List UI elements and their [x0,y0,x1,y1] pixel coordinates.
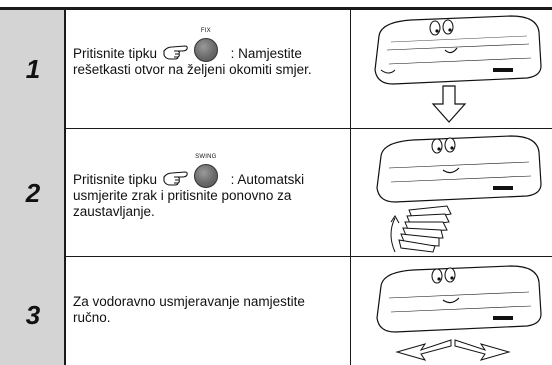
step-text-cell: Pritisnite tipku FIX : Namjestite rešetk… [66,10,351,128]
step-number: 2 [25,178,41,208]
step-illustration-cell [351,256,552,365]
instruction-lead: Pritisnite tipku [73,46,158,61]
step-text-cell: Pritisnite tipku SWING : Automatski usmj… [66,128,351,256]
step-illustration-cell [351,10,552,128]
swing-button-label: SWING [195,154,217,160]
step-row-1: 1 Pritisnite tipku FIX : Namjestite reše… [0,10,552,128]
step-instruction: Pritisnite tipku SWING : Automatski usmj… [73,154,345,220]
pointing-hand-icon [163,45,188,60]
button-illustration: FIX [161,28,227,62]
air-conditioner-illustration [376,265,542,361]
air-conditioner-illustration [374,15,542,123]
instruction-body: : Namjestite rešetkasti otvor na željeni… [73,46,312,77]
row-divider [0,256,552,257]
instruction-lead: Pritisnite tipku [73,172,158,187]
pointing-hand-icon [163,171,188,186]
step-instruction: Pritisnite tipku FIX : Namjestite rešetk… [73,28,345,78]
round-button-icon [193,164,218,188]
step-number-cell: 2 [0,128,66,256]
step-illustration-cell [351,128,552,256]
step-number-cell: 1 [0,10,66,128]
step-number-cell: 3 [0,256,66,365]
step-number: 1 [25,54,41,84]
fix-button-label: FIX [200,28,211,34]
round-button-icon [193,38,218,62]
step-row-2: 2 Pritisnite tipku SWING : Automatski us… [0,128,552,256]
top-rule [0,7,552,10]
step-number: 3 [25,300,41,330]
air-conditioner-illustration [376,135,542,253]
step-instruction: Za vodoravno usmjeravanje namjestite ruč… [73,294,305,325]
row-divider [0,128,552,129]
button-illustration: SWING [161,154,227,188]
step-text-cell: Za vodoravno usmjeravanje namjestite ruč… [66,256,351,365]
instruction-body: : Automatski usmjerite zrak i pritisnite… [73,172,305,219]
step-row-3: 3 Za vodoravno usmjeravanje namjestite r… [0,256,552,365]
